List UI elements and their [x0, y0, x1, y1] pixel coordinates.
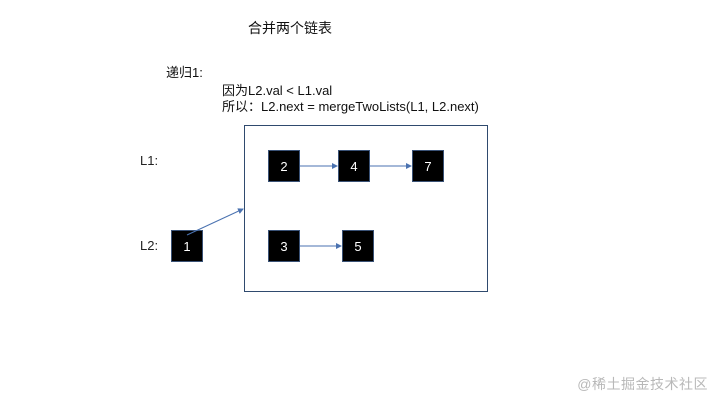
l1-label: L1: [140, 153, 159, 168]
l2-node: 3 [268, 230, 300, 262]
l2-head-node: 1 [171, 230, 203, 262]
l1-node: 7 [412, 150, 444, 182]
condition-line: 因为L2.val < L1.val [222, 83, 333, 98]
diagram-title: 合并两个链表 [248, 20, 332, 36]
l1-node: 2 [268, 150, 300, 182]
watermark: @稀土掘金技术社区 [577, 376, 708, 392]
recursion-step-label: 递归1: [166, 65, 203, 80]
recursive-subproblem-frame [244, 125, 488, 292]
assignment-line: 所以：L2.next = mergeTwoLists(L1, L2.next) [222, 99, 479, 114]
l2-node: 5 [342, 230, 374, 262]
arrow-1-to-frame [186, 208, 244, 236]
l1-node: 4 [338, 150, 370, 182]
l2-label: L2: [140, 238, 159, 253]
